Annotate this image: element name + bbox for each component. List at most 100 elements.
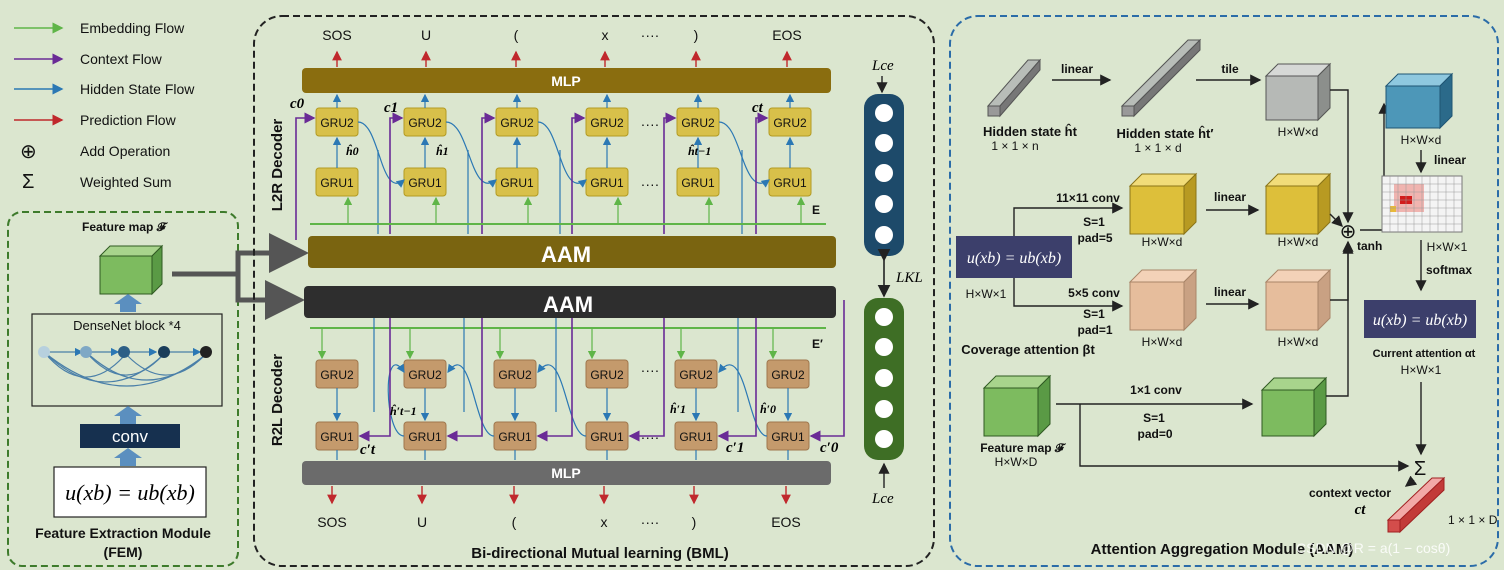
attention-formula-image (1364, 300, 1476, 338)
hidden-label: ĥ0 (346, 143, 359, 158)
dim-label: H×W×1 (1427, 240, 1468, 254)
dim-label: H×W×D (995, 455, 1038, 469)
gru2-label: GRU2 (590, 116, 624, 130)
add-operation-icon: ⊕ (20, 141, 37, 163)
e-bottom-label: E′ (812, 337, 823, 351)
coverage-attention-label: Coverage attention βt (961, 342, 1095, 357)
fem-to-aam-top-connector (172, 233, 309, 277)
pad-label: pad=0 (1137, 427, 1172, 441)
r2l-decoder-label: R2L Decoder (269, 354, 286, 446)
context-label: c′t (360, 442, 376, 458)
add-operation-icon: ⊕ (1340, 221, 1357, 243)
watermark: CSDN @R = a(1 − cosθ) (1296, 540, 1450, 556)
gru1-label: GRU1 (320, 430, 354, 444)
hidden-label: ĥ′t−1 (390, 403, 417, 418)
densenet-graph (38, 346, 212, 387)
tiled-cube (1264, 62, 1332, 122)
current-attention-label: Current attention αt (1373, 348, 1476, 360)
dim-label: H×W×d (1401, 133, 1442, 147)
token-top: ( (514, 27, 519, 43)
fem-feature-map-label: Feature map 𝓕 (82, 220, 169, 234)
legend-prediction-flow: Prediction Flow (80, 112, 177, 128)
gru1-label: GRU1 (320, 176, 354, 190)
attention-formula-text: u(xb) = ub(xb) (1373, 312, 1467, 329)
stride-label: S=1 (1083, 307, 1105, 321)
token-bottom: ) (692, 514, 697, 530)
dim-label: H×W×d (1142, 235, 1183, 249)
hidden-state-bar (1120, 39, 1202, 107)
loss-kl-label: LKL (895, 270, 923, 286)
dim-label: H×W×d (1278, 125, 1319, 139)
coverage-formula-text: u(xb) = ub(xb) (967, 250, 1061, 267)
conv1-label: 1×1 conv (1130, 383, 1182, 397)
fem-title: Feature Extraction Module (35, 525, 211, 541)
token-bottom: x (601, 514, 608, 530)
conv11-cube (1128, 172, 1198, 236)
token-top: SOS (322, 27, 352, 43)
bottom-tokens: SOS U ( x ···· ) EOS (317, 514, 801, 530)
loss-ce-top-label: Lce (871, 58, 894, 74)
aam-bottom-label: AAM (543, 292, 593, 317)
linear-yellow-cube (1264, 172, 1332, 236)
aam-title: Attention Aggregation Module (AAM) (1091, 541, 1354, 558)
token-top: ) (694, 27, 699, 43)
dim-label: H×W×d (1278, 235, 1319, 249)
context-vector-dim: 1 × 1 × D (1448, 513, 1498, 527)
feature-map-cube (982, 374, 1052, 438)
densenet-label: DenseNet block *4 (73, 318, 181, 333)
conv1-cube (1260, 376, 1328, 438)
gru2-label: GRU2 (590, 368, 624, 382)
token-bottom: ( (512, 514, 517, 530)
input-formula-image (53, 466, 207, 518)
token-top: ···· (641, 27, 660, 43)
gru2-label: GRU2 (679, 368, 713, 382)
ellipsis: ···· (641, 429, 660, 445)
token-top: EOS (772, 27, 802, 43)
context-label: c0 (290, 96, 305, 112)
hidden-label: ĥ′0 (760, 401, 776, 416)
hidden-label: ĥ1 (436, 143, 449, 158)
context-vector-bar (1386, 476, 1446, 534)
hidden-state-label: Hidden state ĥt (983, 124, 1078, 139)
bml-border (253, 15, 935, 567)
context-label: c′1 (726, 440, 744, 456)
token-top: x (602, 27, 609, 43)
gru2-label: GRU2 (771, 368, 805, 382)
input-formula-text: u(xb) = ub(xb) (65, 480, 195, 505)
l2r-output-nodes (875, 104, 893, 244)
aam-border (949, 15, 1499, 567)
dim-label: H×W×d (1142, 335, 1183, 349)
token-top: U (421, 27, 431, 43)
hidden-state-prime-label: Hidden state ĥt′ (1116, 126, 1213, 141)
linear-label: linear (1061, 62, 1093, 76)
ellipsis: ···· (641, 362, 660, 378)
mlp-bottom-label: MLP (551, 465, 581, 481)
hidden-state-prime-dim: 1 × 1 × d (1134, 141, 1181, 155)
pad-label: pad=5 (1077, 231, 1112, 245)
conv5-cube (1128, 268, 1198, 332)
ellipsis: ···· (641, 116, 660, 132)
context-vector-label: context vector (1309, 486, 1391, 500)
top-prediction-arrows (332, 50, 792, 67)
gru1-label: GRU1 (679, 430, 713, 444)
ellipsis: ···· (641, 176, 660, 192)
legend-weighted-sum: Weighted Sum (80, 174, 172, 190)
mlp-bottom-bar (302, 461, 831, 485)
context-label: c1 (384, 100, 398, 116)
aam-module: Attention Aggregation Module (AAM) Hidde… (949, 15, 1499, 567)
conv5-label: 5×5 conv (1068, 286, 1120, 300)
r2l-output-nodes (875, 308, 893, 448)
token-bottom: EOS (771, 514, 801, 530)
hidden-state-dim: 1 × 1 × n (991, 139, 1038, 153)
gru1-label: GRU1 (408, 176, 442, 190)
fem-title-abbr: (FEM) (104, 544, 143, 560)
gru2-label: GRU2 (320, 116, 354, 130)
energy-cube (1384, 72, 1454, 130)
bml-module: Bi-directional Mutual learning (BML) SOS… (253, 15, 935, 567)
dim-label: H×W×1 (1401, 363, 1442, 377)
weighted-sum-icon: Σ (1414, 458, 1426, 480)
gru1-label: GRU1 (771, 430, 805, 444)
top-tokens: SOS U ( x ···· ) EOS (322, 27, 802, 43)
up-arrow-icon (114, 294, 142, 312)
